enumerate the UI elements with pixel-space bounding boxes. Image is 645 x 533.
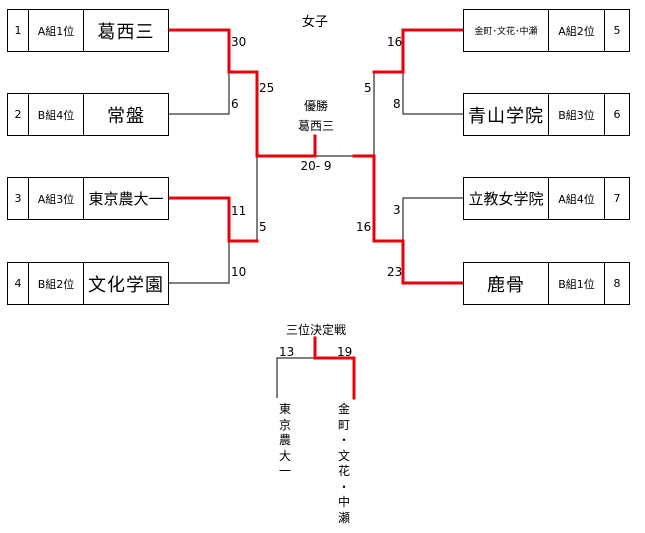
score-semi-left-bottom: 5 [259, 220, 267, 234]
team-name: 鹿骨 [463, 262, 549, 305]
team-char: 一 [278, 464, 291, 478]
third-place-left-team: 東 京 農 大 一 [278, 402, 292, 480]
team-char: 京 [278, 417, 291, 432]
group-rank: B組3位 [548, 93, 605, 136]
final-score: 20- 9 [300, 159, 332, 173]
win-line-team8 [352, 154, 465, 285]
team-char: ・ [337, 433, 350, 447]
group-rank: A組2位 [548, 9, 605, 52]
team-char: 金 [337, 402, 350, 416]
team-char: 中 [337, 495, 350, 509]
group-rank: A組3位 [28, 177, 84, 220]
team-name: 青山学院 [463, 93, 549, 136]
seed-number: 7 [604, 177, 630, 220]
team-name: 葛西三 [83, 9, 169, 52]
third-place-title: 三位決定戦 [285, 323, 347, 337]
team-name: 立教女学院 [463, 177, 549, 220]
third-place-right-team: 金 町 ・ 文 花 ・ 中 瀬 [337, 402, 351, 526]
group-rank: B組2位 [28, 262, 84, 305]
team-char: 花 [337, 464, 350, 478]
seed-number: 2 [7, 93, 29, 136]
third-place-left-score: 13 [279, 345, 295, 359]
team-char: 文 [337, 448, 350, 463]
win-line-team5 [372, 28, 465, 74]
team-char: ・ [337, 479, 350, 494]
win-line-team1 [166, 28, 317, 158]
score-m3-bottom: 8 [393, 97, 401, 111]
score-m2-bottom: 10 [231, 265, 247, 279]
third-place-right-score: 19 [337, 345, 353, 359]
seed-number: 6 [604, 93, 630, 136]
bracket-lines-red [166, 28, 465, 400]
team-char: 農 [278, 433, 291, 447]
line-team2 [168, 72, 230, 115]
win-line-team3 [166, 196, 259, 243]
score-semi-left-top: 25 [259, 81, 275, 95]
line-team7 [402, 197, 463, 241]
score-m4-top: 3 [393, 203, 401, 217]
seed-number: 8 [604, 262, 630, 305]
seed-number: 5 [604, 9, 630, 52]
line-third-left [276, 357, 315, 398]
group-rank: B組4位 [28, 93, 84, 136]
team-char: 町 [337, 417, 350, 432]
score-m4-bottom: 23 [387, 265, 403, 279]
score-m3-top: 16 [387, 35, 403, 49]
score-m1-bottom: 6 [231, 97, 239, 111]
score-semi-right-top: 5 [364, 81, 372, 95]
win-line-third [313, 336, 356, 400]
seed-number: 4 [7, 262, 29, 305]
group-rank: A組1位 [28, 9, 84, 52]
team-char: 瀬 [337, 510, 350, 525]
champion-name: 葛西三 [297, 119, 335, 133]
team-name: 金町･文花･中瀬 [463, 9, 549, 52]
line-team4 [168, 241, 230, 284]
team-char: 大 [278, 448, 291, 463]
line-team6 [402, 72, 463, 115]
seed-number: 1 [7, 9, 29, 52]
bracket-title: 女子 [301, 15, 329, 30]
score-semi-right-bottom: 16 [356, 220, 372, 234]
champion-label: 優勝 [303, 99, 329, 113]
line-semi-left-bottom [229, 156, 258, 242]
team-char: 東 [278, 402, 291, 416]
team-name: 文化学園 [83, 262, 169, 305]
group-rank: A組4位 [548, 177, 605, 220]
seed-number: 3 [7, 177, 29, 220]
team-name: 東京農大一 [83, 177, 169, 220]
score-m1-top: 30 [231, 35, 247, 49]
score-m2-top: 11 [231, 204, 247, 218]
team-name: 常盤 [83, 93, 169, 136]
group-rank: B組1位 [548, 262, 605, 305]
